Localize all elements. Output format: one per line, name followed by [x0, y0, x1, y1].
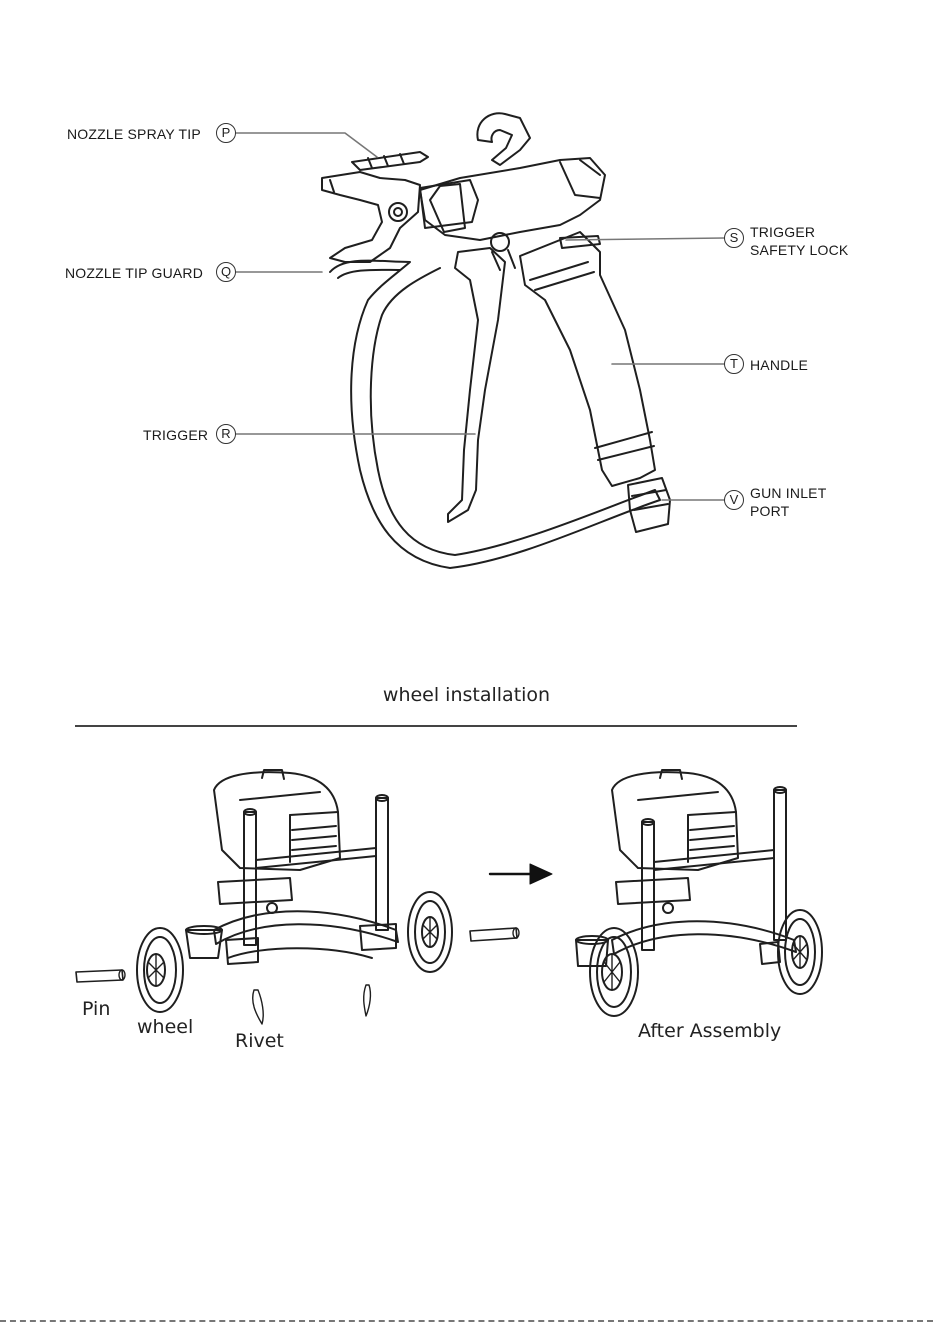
label-after-assembly: After Assembly — [638, 1020, 781, 1042]
section-title: wheel installation — [0, 684, 933, 706]
spray-gun-drawing — [322, 113, 670, 568]
label-gun-inlet-port-line2: PORT — [750, 502, 789, 520]
callout-letter-r: R — [216, 424, 236, 444]
cart-assembled-drawing — [576, 770, 822, 1016]
label-nozzle-spray-tip: NOZZLE SPRAY TIP — [67, 125, 201, 143]
label-gun-inlet-port-line1: GUN INLET — [750, 484, 826, 502]
page-edge-dashes — [0, 1320, 933, 1322]
label-pin: Pin — [82, 998, 110, 1020]
callout-letter-t: T — [724, 354, 744, 374]
label-trigger-safety-lock-line2: SAFETY LOCK — [750, 241, 848, 259]
label-wheel: wheel — [137, 1016, 193, 1038]
callout-letter-p: P — [216, 123, 236, 143]
callout-letter-s: S — [724, 228, 744, 248]
label-handle: HANDLE — [750, 356, 808, 374]
cart-exploded-drawing — [76, 770, 519, 1024]
callout-letter-q: Q — [216, 262, 236, 282]
label-trigger: TRIGGER — [143, 426, 208, 444]
arrow-right-icon — [490, 864, 552, 884]
label-trigger-safety-lock-line1: TRIGGER — [750, 223, 815, 241]
label-rivet: Rivet — [235, 1030, 284, 1052]
section-divider — [75, 725, 797, 727]
label-nozzle-tip-guard: NOZZLE TIP GUARD — [65, 264, 203, 282]
callout-letter-v: V — [724, 490, 744, 510]
